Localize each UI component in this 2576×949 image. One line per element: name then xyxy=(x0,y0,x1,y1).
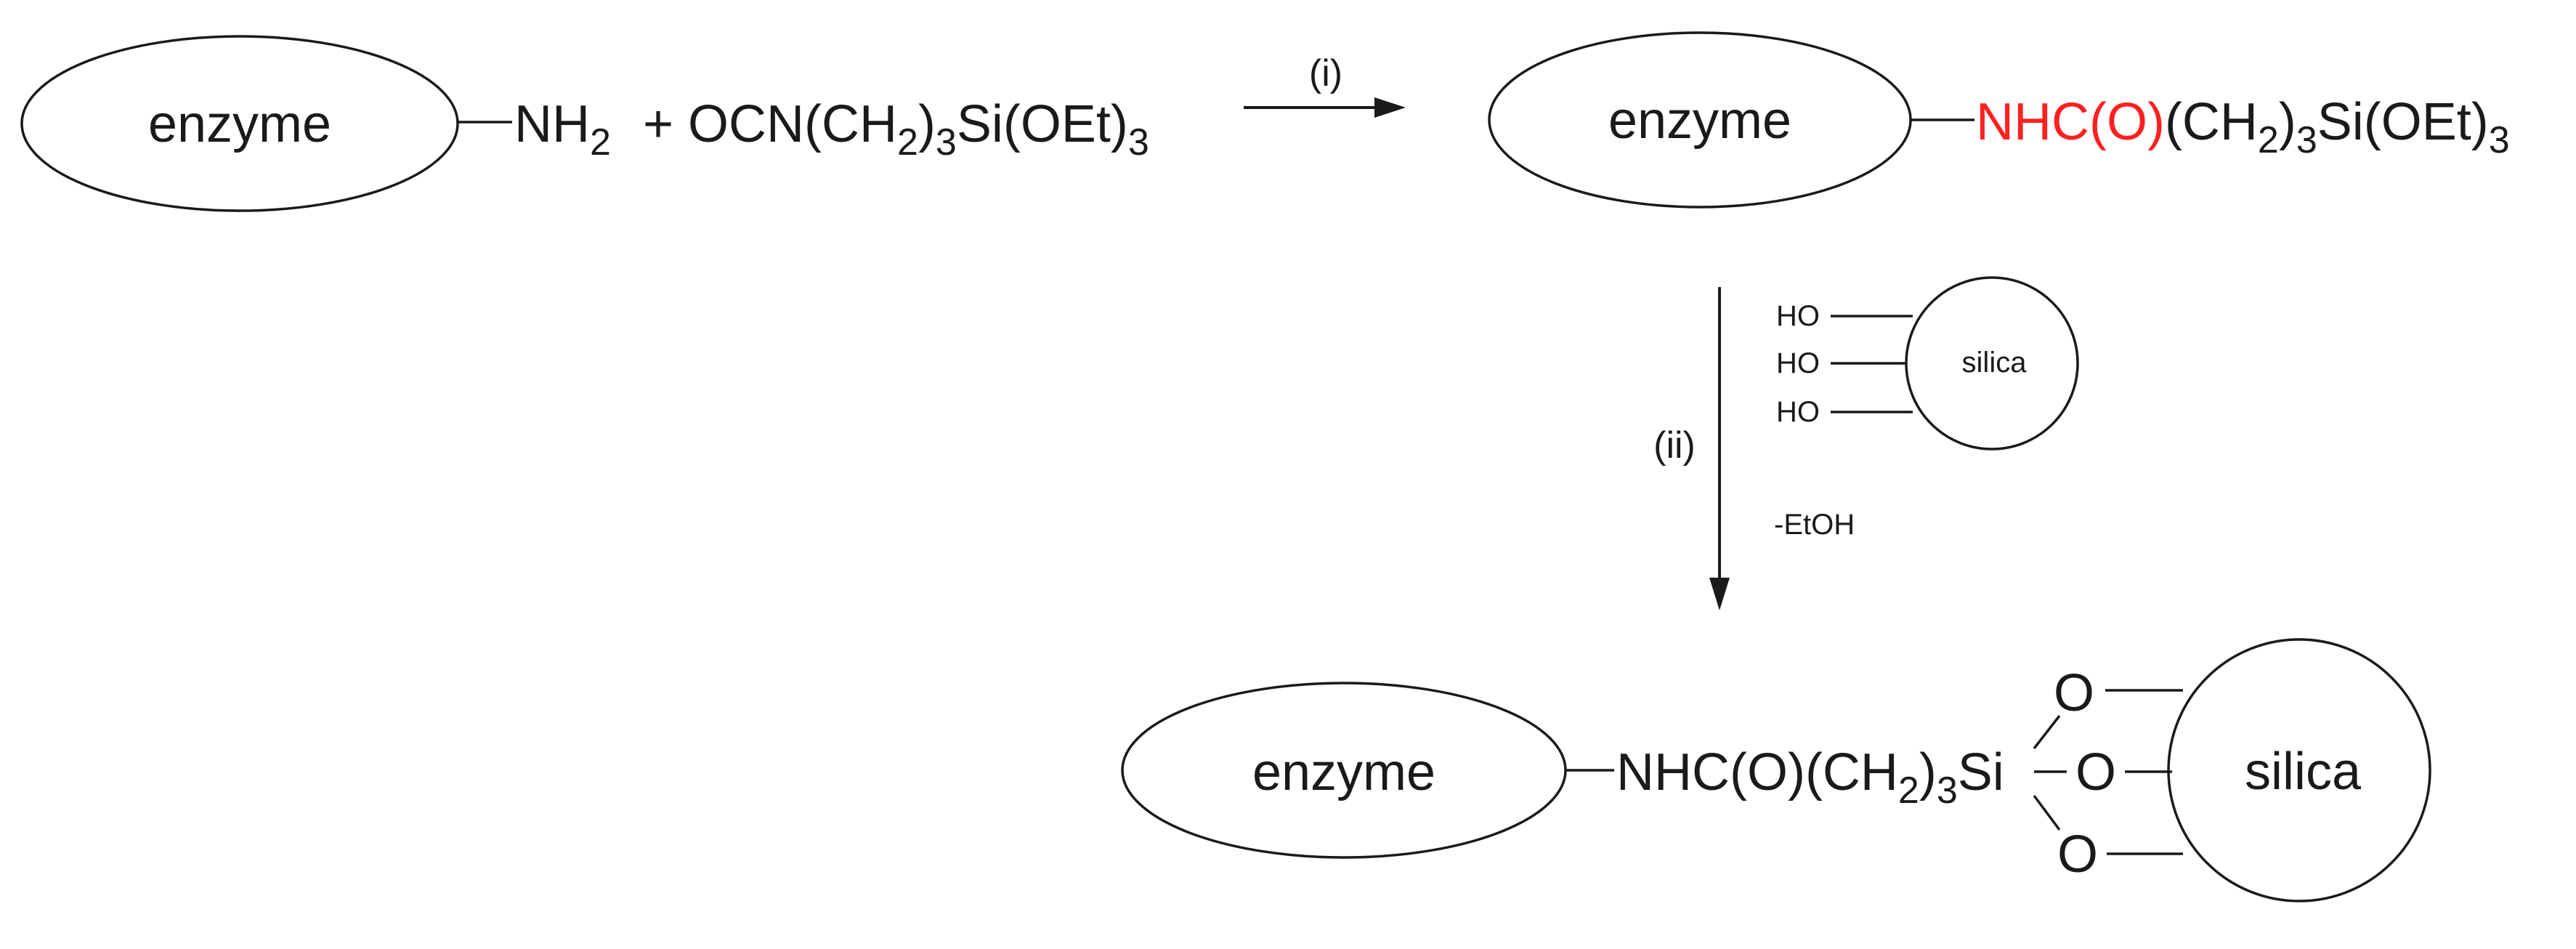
oxygen-top: O xyxy=(2054,664,2094,722)
step-ii: (ii) silica HO HO HO -EtOH xyxy=(1653,276,2079,610)
enzyme-label-reactant: enzyme xyxy=(148,95,331,153)
byproduct-ethanol: -EtOH xyxy=(1774,509,1855,541)
oxygen-bottom: O xyxy=(2057,825,2098,884)
enzyme-label-product: enzyme xyxy=(1252,743,1435,801)
step-i-arrowhead xyxy=(1374,97,1406,118)
enzyme-ellipse-reactant xyxy=(20,35,459,212)
silica-label-reagent: silica xyxy=(1962,347,2028,379)
intermediate: enzyme NHC(O)(CH2)3Si(OEt)3 xyxy=(1488,31,2510,209)
step-i-arrow: (i) xyxy=(1244,52,1406,118)
step-ii-label: (ii) xyxy=(1653,424,1696,467)
product: enzyme NHC(O)(CH2)3Si O O O silica xyxy=(1121,638,2431,902)
silica-label-product: silica xyxy=(2245,743,2362,801)
step-i-label: (i) xyxy=(1309,52,1342,94)
step-ii-arrowhead xyxy=(1709,578,1730,610)
enzyme-label-intermediate: enzyme xyxy=(1608,92,1791,150)
urea-highlight: NHC(O) xyxy=(1976,93,2165,151)
hydroxyl-3: HO xyxy=(1776,396,1820,428)
silica-particle-product xyxy=(2167,638,2431,902)
amine-group: NH2 xyxy=(514,95,611,163)
oxygen-middle: O xyxy=(2075,743,2116,801)
reactant: enzyme NH2 + OCN(CH2)3Si(OEt)3 xyxy=(20,35,1149,212)
hydroxyl-1: HO xyxy=(1776,300,1820,332)
silane-linker-product: NHC(O)(CH2)3Si xyxy=(1616,743,2004,812)
hydroxyl-2: HO xyxy=(1776,347,1820,379)
silane-urea-linker: NHC(O)(CH2)3Si(OEt)3 xyxy=(1976,93,2510,161)
si-o-bond-bottom xyxy=(2033,794,2061,831)
isocyanate-reagent: + OCN(CH2)3Si(OEt)3 xyxy=(643,95,1149,163)
si-o-bond-top xyxy=(2033,714,2061,750)
